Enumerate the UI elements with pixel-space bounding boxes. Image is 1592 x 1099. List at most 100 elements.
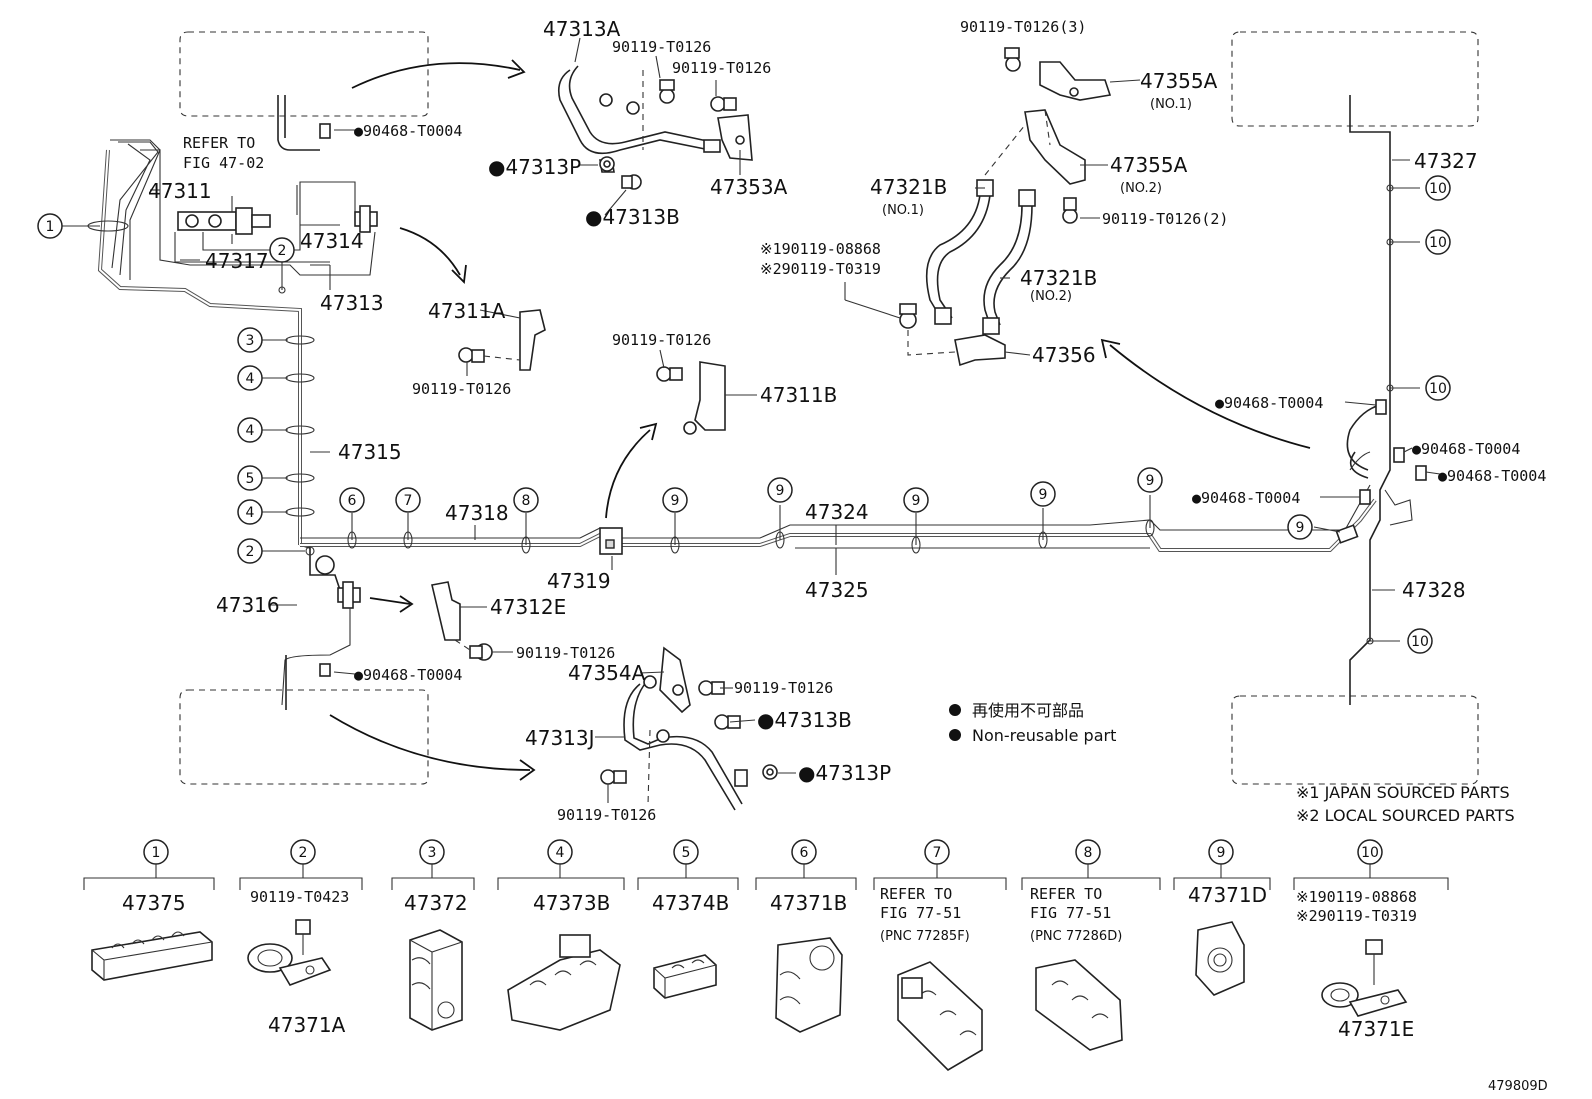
- bolt-label-356-1: ※190119-08868: [760, 240, 881, 258]
- label-47311: 47311: [148, 179, 212, 203]
- flow-arrows: [329, 59, 1311, 781]
- label-47317: 47317: [205, 249, 269, 273]
- label-47325: 47325: [805, 578, 869, 602]
- panel-top-left: [179, 31, 429, 117]
- svg-text:2: 2: [278, 243, 287, 259]
- cat-ref8-3: (PNC 77286D): [1030, 929, 1122, 944]
- label-47313P-bot: ●47313P: [798, 761, 891, 785]
- label-47311A: 47311A: [428, 299, 506, 323]
- label-47321B-1: 47321B: [870, 175, 947, 199]
- cat-bolt-2: 90119-T0423: [250, 888, 349, 906]
- bolt-label-top2: 90119-T0126: [672, 59, 771, 77]
- clamp-47371D: [1195, 921, 1245, 996]
- label-47313P-top: ●47313P: [488, 155, 581, 179]
- svg-text:4: 4: [246, 505, 255, 521]
- clamp-47374B: [653, 954, 717, 999]
- clip-label-r2: ●90468-T0004: [1412, 440, 1520, 458]
- label-47311B: 47311B: [760, 383, 837, 407]
- union-47316: [337, 581, 361, 609]
- svg-text:4: 4: [246, 371, 255, 387]
- hose-front-left: [277, 95, 320, 151]
- bolt-label-311A: 90119-T0126: [412, 380, 511, 398]
- tube-47313J: [623, 675, 748, 811]
- clip-r2: [1393, 447, 1405, 463]
- part-labels: REFER TO FIG 47-02 47311 47317 47313 473…: [148, 17, 1546, 824]
- svg-text:9: 9: [912, 493, 921, 509]
- cat-ref8-1: REFER TO: [1030, 885, 1102, 903]
- washer-bottom: [762, 764, 778, 780]
- bolt-bottom-b: [600, 769, 627, 785]
- clip-label-r1: ●90468-T0004: [1215, 394, 1323, 412]
- label-47354A: 47354A: [568, 661, 646, 685]
- clamp-47371E: [1321, 939, 1408, 1017]
- label-47355A2-no: (NO.2): [1120, 181, 1162, 196]
- legend-en: Non-reusable part: [972, 726, 1116, 745]
- bracket-47311A: [458, 309, 546, 371]
- clamp-47372: [409, 929, 463, 1031]
- bracket-47354A: [659, 646, 725, 714]
- cat-47373B: 47373B: [533, 891, 610, 915]
- svg-text:10: 10: [1361, 845, 1379, 861]
- bracket-47355A-no1: [1004, 47, 1112, 101]
- bolt-47355A2: [1062, 197, 1078, 224]
- clip-r1: [1375, 399, 1387, 415]
- svg-text:4: 4: [556, 845, 565, 861]
- cat-47375: 47375: [122, 891, 186, 915]
- svg-text:8: 8: [1084, 845, 1093, 861]
- clamp-47375: [91, 931, 213, 981]
- label-47353A: 47353A: [710, 175, 788, 199]
- svg-text:6: 6: [348, 493, 357, 509]
- cat-47371E: 47371E: [1338, 1017, 1414, 1041]
- svg-text:5: 5: [246, 471, 255, 487]
- bracket-47355A-no2: [1024, 109, 1086, 185]
- label-47313J: 47313J: [525, 726, 595, 750]
- clamp-77285F: [897, 961, 983, 1072]
- label-47314: 47314: [300, 229, 364, 253]
- refer-line1: REFER TO: [183, 134, 255, 152]
- bolt-label-top1: 90119-T0126: [612, 38, 711, 56]
- svg-text:10: 10: [1411, 634, 1429, 650]
- label-47318: 47318: [445, 501, 509, 525]
- junction-47319: [599, 527, 623, 555]
- label-47321B-1-no: (NO.1): [882, 203, 924, 218]
- bracket-47312E: [431, 581, 493, 661]
- leaders: [62, 37, 1441, 803]
- svg-text:2: 2: [299, 845, 308, 861]
- label-47313: 47313: [320, 291, 384, 315]
- cat-47371D: 47371D: [1188, 883, 1267, 907]
- bolt-label-311B: 90119-T0126: [612, 331, 711, 349]
- bottom-catalog: 1 2 3 4 5 6 7 8 9 10 47375 90119-T0423 4…: [83, 839, 1449, 1072]
- bolt-label-355A: 90119-T0126(3): [960, 18, 1086, 36]
- clip-r4: [1359, 489, 1371, 505]
- bolt-top-c: [621, 174, 642, 190]
- tube-47313A: [557, 65, 721, 173]
- legend-src1: ※1 JAPAN SOURCED PARTS: [1296, 783, 1510, 802]
- legend-src2: ※2 LOCAL SOURCED PARTS: [1296, 806, 1515, 825]
- label-47355A: 47355A: [1140, 69, 1218, 93]
- right-tubes: [1346, 95, 1413, 705]
- clip-top: [319, 123, 331, 139]
- clip-label-r3: ●90468-T0004: [1438, 467, 1546, 485]
- svg-text:6: 6: [800, 845, 809, 861]
- bolt-top-b: [710, 96, 737, 112]
- label-47324: 47324: [805, 500, 869, 524]
- svg-text:7: 7: [933, 845, 942, 861]
- label-47312E: 47312E: [490, 595, 566, 619]
- figure-id: 479809D: [1488, 1079, 1548, 1094]
- svg-text:9: 9: [671, 493, 680, 509]
- clip-label-top: ●90468-T0004: [354, 122, 462, 140]
- callout-numbers: 1 2 3 4 4 5 4 2 6 7 8 9 9 9 9 9 9 10 10 …: [46, 181, 1447, 650]
- panel-bottom-right: [1231, 695, 1479, 785]
- svg-text:7: 7: [404, 493, 413, 509]
- hose-47321B-no1: [925, 179, 994, 325]
- cat-47374B: 47374B: [652, 891, 729, 915]
- svg-text:10: 10: [1429, 181, 1447, 197]
- svg-text:10: 10: [1429, 381, 1447, 397]
- callouts: [37, 175, 1451, 654]
- label-47313B-top: ●47313B: [585, 205, 680, 229]
- leader-dash-bot: [647, 729, 651, 806]
- svg-text:9: 9: [1217, 845, 1226, 861]
- clamp-47371A: [247, 919, 332, 986]
- svg-text:9: 9: [1296, 520, 1305, 536]
